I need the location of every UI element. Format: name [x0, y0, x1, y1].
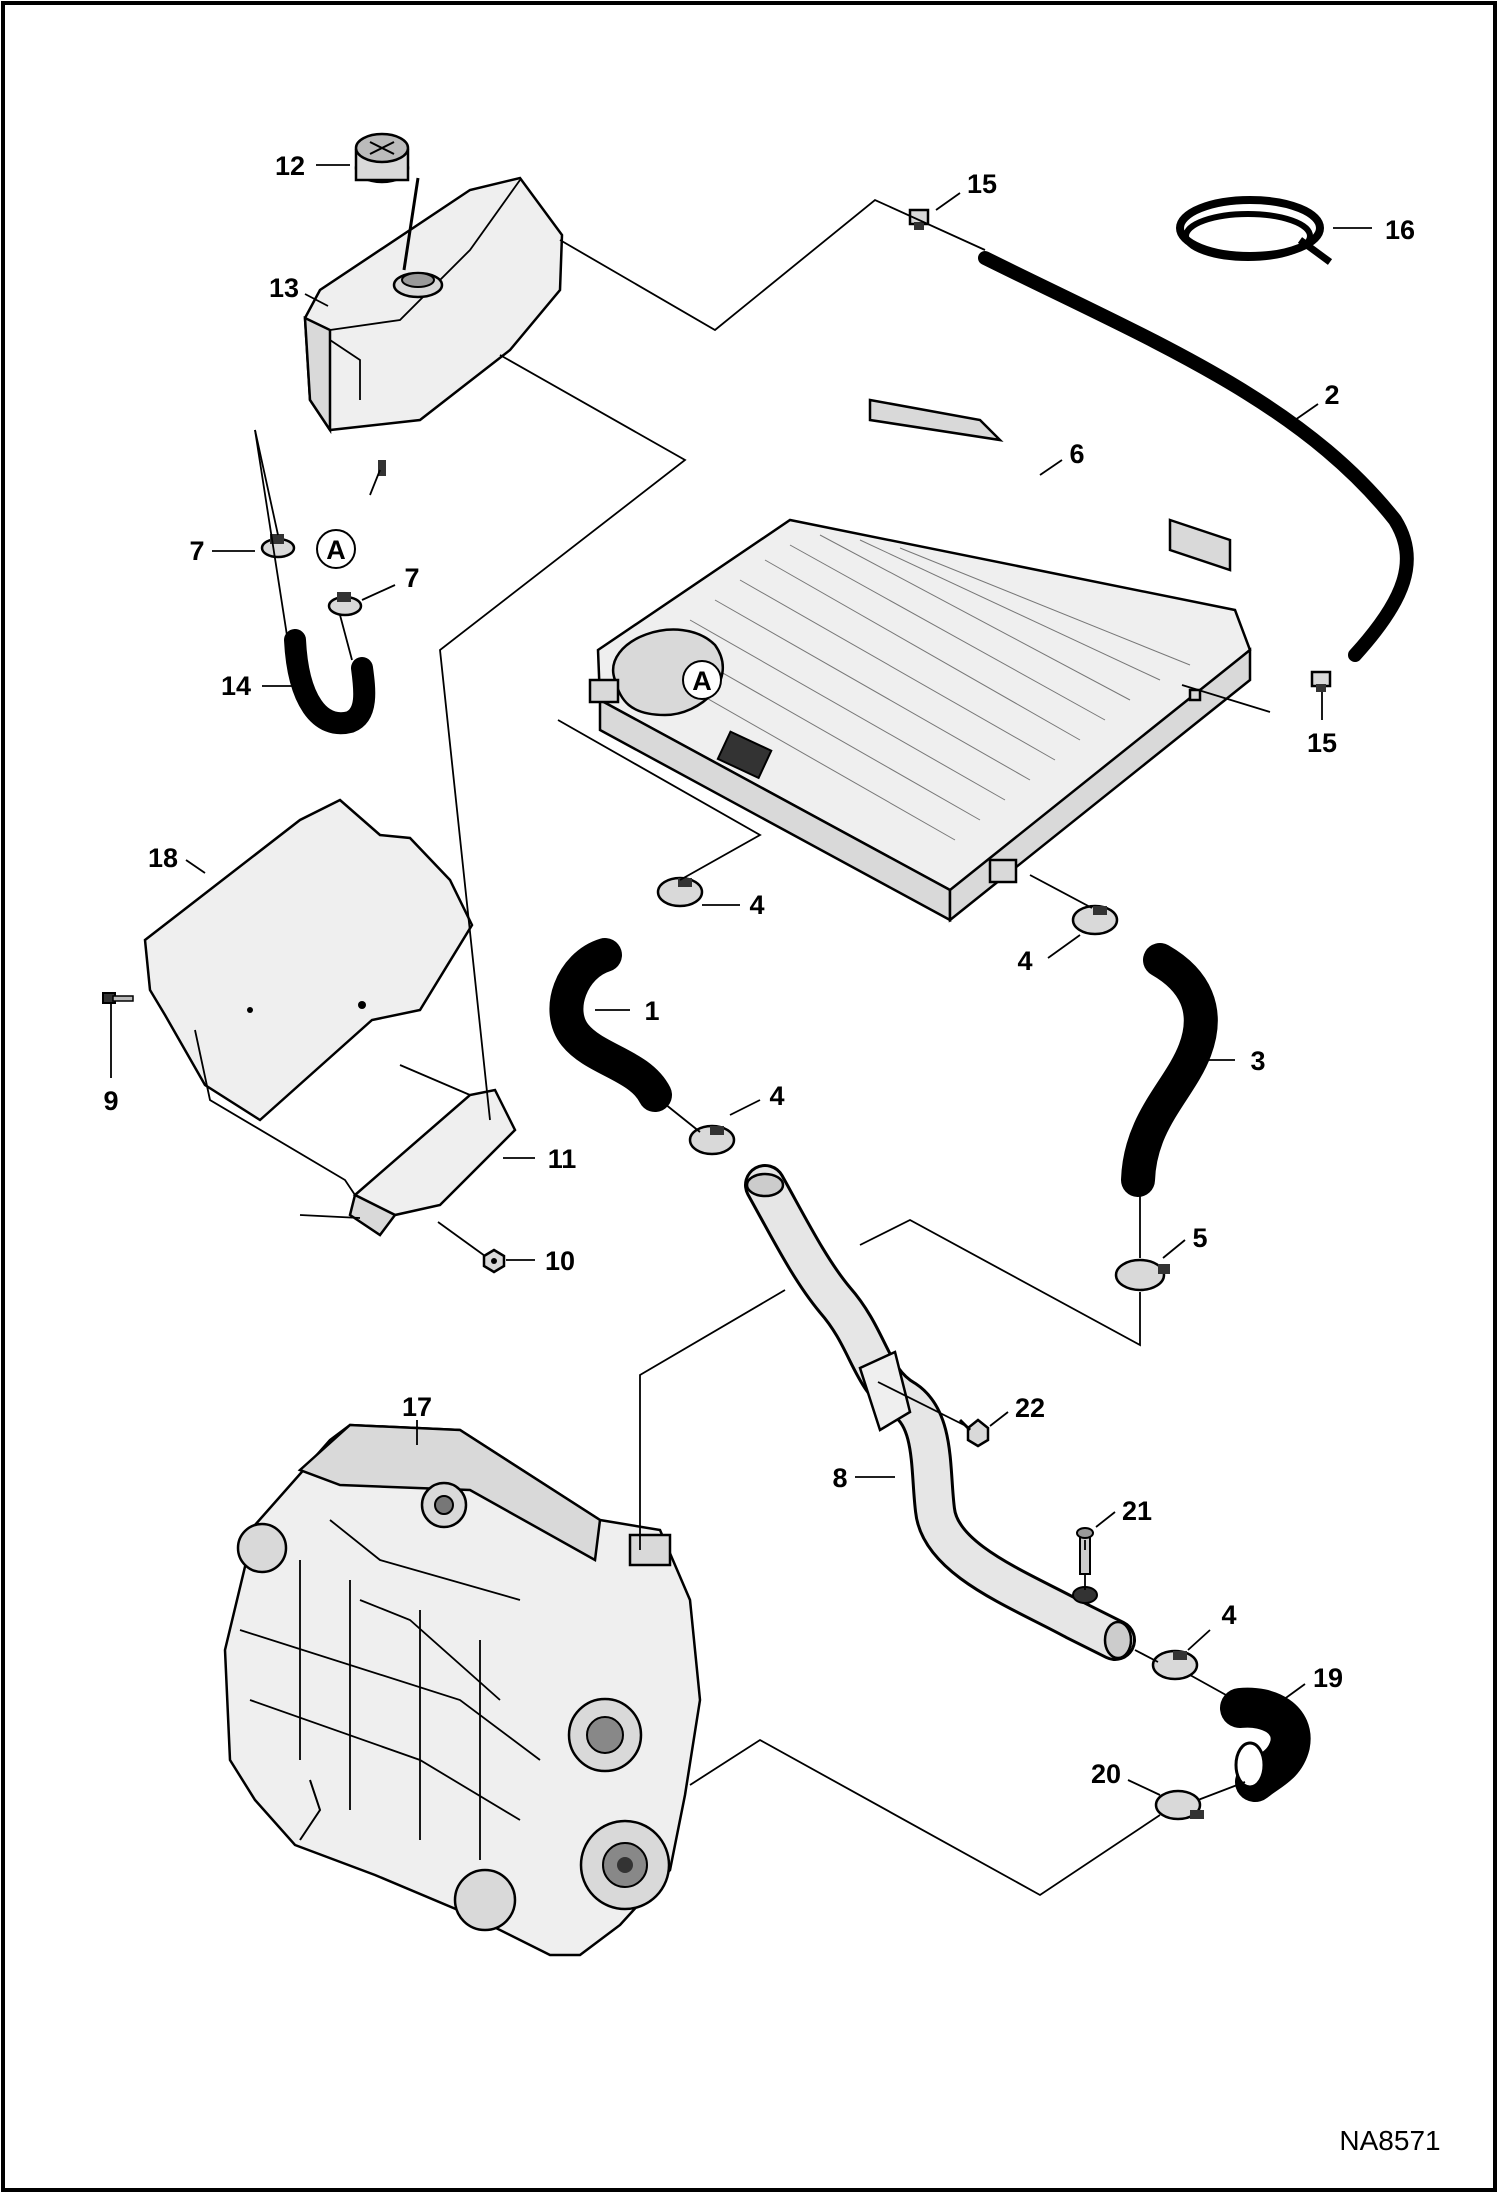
callout-13: 13: [269, 273, 329, 307]
callout-20: 20: [1091, 1759, 1161, 1796]
svg-text:4: 4: [749, 890, 764, 920]
callout-4-lower: 4: [1187, 1600, 1237, 1651]
svg-text:4: 4: [769, 1081, 784, 1111]
svg-text:9: 9: [103, 1086, 118, 1116]
callout-6: 6: [1039, 439, 1085, 476]
svg-text:14: 14: [221, 671, 251, 701]
svg-text:4: 4: [1221, 1600, 1236, 1630]
svg-text:16: 16: [1385, 215, 1415, 245]
part-15-clip-top: [908, 208, 930, 230]
reference-marker-a-radiator: A: [682, 660, 722, 700]
part-10-nut: [482, 1248, 506, 1274]
part-21-screw: [1072, 1527, 1098, 1604]
radiator-fin-grid: [639, 534, 1191, 841]
callout-3: 3: [1200, 1046, 1266, 1076]
callout-1: 1: [595, 996, 660, 1026]
callout-12: 12: [275, 151, 350, 181]
callout-11: 11: [503, 1144, 576, 1174]
svg-text:22: 22: [1015, 1393, 1045, 1423]
part-16-hose-coil: [1176, 196, 1333, 265]
svg-text:8: 8: [832, 1463, 847, 1493]
callout-4-upper: 4: [702, 890, 765, 920]
part-22-bolt: [958, 1418, 990, 1448]
part-12-reservoir-cap: [354, 132, 410, 184]
callout-16: 16: [1333, 215, 1415, 245]
part-20-clamp: [1154, 1789, 1204, 1821]
part-4-clamp-lower: [1151, 1649, 1199, 1681]
svg-text:19: 19: [1313, 1663, 1343, 1693]
callout-8: 8: [832, 1463, 895, 1493]
callout-7-right: 7: [361, 563, 420, 601]
callout-14: 14: [221, 671, 292, 701]
svg-text:5: 5: [1192, 1223, 1207, 1253]
part-19-hose-end: [1234, 1741, 1266, 1789]
callout-9: 9: [103, 1003, 119, 1116]
svg-text:3: 3: [1250, 1046, 1265, 1076]
svg-text:6: 6: [1069, 439, 1084, 469]
part-18-shroud-plate: [143, 798, 474, 1122]
part-7-clamp-left: [260, 534, 296, 559]
drawing-code: NA8571: [1339, 2125, 1440, 2156]
part-4-clamp-pipe: [688, 1124, 736, 1156]
part-13-coolant-reservoir: [303, 176, 564, 476]
part-9-bolt: [102, 992, 134, 1004]
part-19-short-hose: [1220, 1687, 1311, 1802]
svg-text:20: 20: [1091, 1759, 1121, 1789]
svg-text:17: 17: [402, 1392, 432, 1422]
svg-text:7: 7: [404, 563, 419, 593]
svg-text:13: 13: [269, 273, 299, 303]
svg-text:15: 15: [967, 169, 997, 199]
part-8-coolant-pipe: [744, 1164, 1136, 1661]
part-11-bracket: [348, 1088, 517, 1237]
callout-10: 10: [506, 1246, 575, 1276]
part-2-hose: [978, 251, 1414, 662]
callout-5: 5: [1162, 1223, 1208, 1259]
part-17-engine: [223, 1423, 702, 1957]
assembly-lines: [194, 198, 1271, 1897]
callout-21: 21: [1095, 1496, 1152, 1528]
callout-4-pipe: 4: [729, 1081, 785, 1116]
callout-22: 22: [989, 1393, 1045, 1427]
svg-text:21: 21: [1122, 1496, 1152, 1526]
reference-marker-label: A: [692, 666, 712, 696]
callout-19: 19: [1282, 1663, 1343, 1701]
part-1-upper-hose: [549, 938, 672, 1112]
part-6-radiator: [588, 398, 1252, 923]
svg-text:15: 15: [1307, 728, 1337, 758]
part-4-clamp-radiator: [1071, 904, 1119, 936]
part-4-clamp-upper: [656, 876, 704, 908]
reference-marker-label: A: [326, 535, 346, 565]
svg-text:4: 4: [1017, 946, 1032, 976]
svg-text:11: 11: [548, 1144, 577, 1174]
callout-2: 2: [1294, 380, 1340, 421]
part-3-lower-hose: [1121, 943, 1218, 1197]
svg-text:18: 18: [148, 843, 178, 873]
callout-17: 17: [402, 1392, 432, 1445]
svg-text:7: 7: [189, 536, 204, 566]
svg-text:1: 1: [644, 996, 659, 1026]
part-7-clamp-right: [327, 592, 363, 617]
part-14-bypass-hose: [284, 629, 376, 735]
callout-4-radiator: 4: [1017, 934, 1081, 976]
callout-7-left: 7: [189, 536, 255, 566]
svg-text:2: 2: [1324, 380, 1339, 410]
part-15-clip-lower: [1310, 670, 1332, 692]
callout-18: 18: [148, 843, 206, 874]
part-5-clamp: [1114, 1258, 1170, 1292]
reference-marker-a-tank: A: [316, 529, 356, 569]
callout-15-lower: 15: [1307, 692, 1337, 758]
svg-text:10: 10: [545, 1246, 575, 1276]
callout-15-top: 15: [935, 169, 997, 211]
svg-text:12: 12: [275, 151, 305, 181]
